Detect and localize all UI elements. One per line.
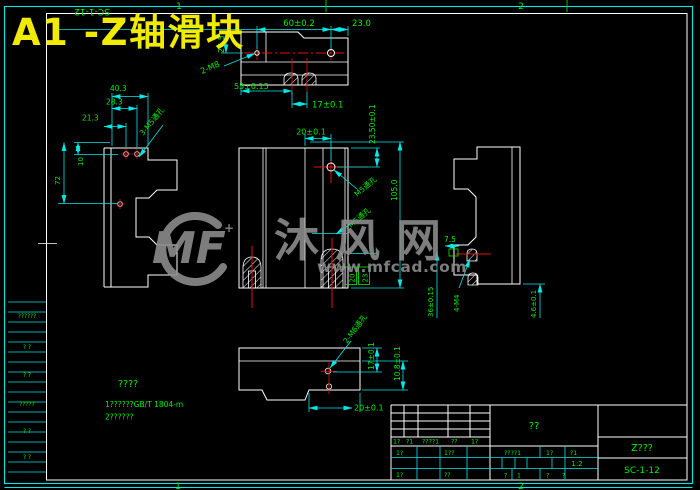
- dim-label: 60±0.2: [283, 19, 314, 29]
- dim-label: 23.50±0.1: [368, 104, 377, 144]
- sheet-frame: 1 2 1 2: [3, 0, 694, 490]
- tb-cell: ?1: [570, 450, 577, 457]
- thread-callout: 2-M6通孔: [341, 312, 370, 345]
- top-view: 60±0.2 23.0 26.5 55±0.15 17±0.1 2-M8: [57, 19, 371, 111]
- doc-code-rotated: SC-1-12: [74, 6, 110, 16]
- dim-label: 105.0: [390, 179, 399, 201]
- dim-label: 36±0.15: [427, 287, 435, 317]
- watermark-site-name: 沐风网: [274, 214, 457, 267]
- dim-label: 4.6±0.1: [530, 290, 538, 318]
- zone-number: 1: [175, 482, 181, 490]
- tb-cell: ?: [504, 473, 507, 480]
- dim-label: 7.5: [444, 235, 456, 244]
- dim-label: 17±0.1: [367, 342, 376, 370]
- zone-number: 2: [518, 2, 524, 12]
- drawing-header: A1 -Z轴滑块 SC-1-12: [12, 6, 244, 54]
- right-side-view: 7.5 36±0.15 4-M4 4.6±0.1: [427, 146, 545, 318]
- boxed-dim: 20: [349, 274, 357, 283]
- watermark-swirl-icon: [158, 212, 227, 286]
- tb-cell: 1?: [471, 439, 478, 446]
- dim-label: 20±0.1: [296, 128, 326, 137]
- table-cell: ?????: [19, 402, 34, 408]
- drawing-title: A1 -Z轴滑块: [12, 11, 244, 54]
- table-cell: ? ?: [23, 345, 31, 351]
- tb-cell: ?: [546, 473, 549, 480]
- watermark-site-url: www.mfcad.com: [317, 258, 467, 276]
- table-cell: ? ?: [23, 373, 31, 379]
- tb-cell: ????1: [422, 439, 439, 446]
- tb-cell: 1??: [444, 450, 455, 457]
- title-block: 1? ?1 ????1 ?? 1? 1? 1?? 1? ?? ?? ????1 …: [390, 404, 687, 480]
- dim-label: 20±0.1: [354, 404, 384, 413]
- dim-label: 26.5: [217, 35, 226, 53]
- bottom-view: 17±0.1 10.8±0.1 20±0.1 2-M6通孔: [238, 312, 408, 413]
- dim-label: 17±0.1: [312, 101, 343, 111]
- tb-cell: 1?: [546, 450, 553, 457]
- side-revision-table: ?????? ? ? ? ? ????? ? ? ? ?: [8, 301, 46, 473]
- tb-part-name: Z???: [631, 443, 653, 454]
- tb-cell: 1?: [396, 472, 403, 479]
- dim-label: 10: [77, 157, 85, 166]
- watermark-logo: MF: [152, 223, 226, 274]
- dim-label: 10.8±0.1: [393, 346, 402, 381]
- dim-label: 40.3: [110, 84, 127, 93]
- notes-line: 1??????GB/T 1804-m: [105, 400, 183, 409]
- dim-label: 21.3: [82, 114, 99, 123]
- tb-cell: ?: [562, 473, 565, 480]
- table-cell: ??????: [18, 314, 36, 320]
- tb-cell: 1: [517, 473, 521, 480]
- thread-callout: 4-M4: [453, 294, 461, 312]
- table-cell: ? ?: [23, 455, 31, 461]
- thread-callout: 3-M5通孔: [137, 105, 167, 138]
- front-view: 20±0.1 23.50±0.1 105.0 M5通孔 M5通孔 20 23: [238, 104, 404, 308]
- tb-drawing-number: SC-1-12: [624, 466, 660, 476]
- boxed-dim: 23: [362, 274, 370, 283]
- zone-number: 2: [518, 482, 524, 490]
- watermark-logo-plus: +: [224, 221, 234, 235]
- tb-cell: ??: [451, 439, 458, 446]
- zone-number: 1: [176, 2, 182, 12]
- thread-callout: M5通孔: [352, 174, 379, 199]
- notes-line: 2??????: [105, 413, 134, 422]
- thread-callout: 2-M8: [199, 59, 221, 75]
- tb-part-title: ??: [529, 421, 540, 432]
- dim-label: 28.3: [106, 98, 123, 107]
- tb-cell: ?1: [406, 439, 413, 446]
- watermark: MF + 沐风网 www.mfcad.com: [152, 212, 467, 286]
- tb-scale: 1:2: [571, 460, 582, 468]
- technical-notes: ???? 1??????GB/T 1804-m 2??????: [105, 379, 183, 422]
- table-cell: ? ?: [23, 429, 31, 435]
- dim-label: 72: [54, 176, 62, 185]
- tb-cell: ????1: [504, 450, 521, 457]
- tb-cell: 1?: [396, 450, 403, 457]
- tb-cell: ??: [444, 472, 451, 479]
- dim-label: 23.0: [352, 19, 371, 29]
- tb-cell: 1?: [393, 439, 400, 446]
- dim-label: 55±0.15: [234, 82, 269, 91]
- notes-heading: ????: [118, 379, 138, 390]
